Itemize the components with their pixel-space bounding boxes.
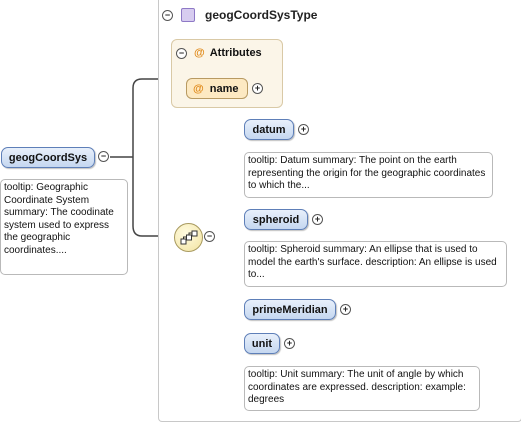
collapse-icon[interactable]: − — [162, 9, 173, 21]
complex-type-title: geogCoordSysType — [205, 8, 318, 22]
tooltip-geogCoordSys: tooltip: Geographic Coordinate System su… — [0, 179, 128, 275]
expand-icon[interactable]: + — [340, 304, 351, 315]
attribute-icon: @ — [194, 47, 205, 59]
expand-icon[interactable]: + — [252, 83, 263, 94]
attribute-label: name — [209, 82, 239, 95]
sequence-compositor[interactable] — [174, 223, 203, 252]
element-datum[interactable]: datum — [244, 119, 294, 140]
tooltip-datum: tooltip: Datum summary: The point on the… — [244, 152, 493, 198]
element-label: datum — [252, 123, 286, 136]
sequence-compositor-icon — [180, 230, 197, 244]
element-unit[interactable]: unit — [244, 333, 280, 354]
collapse-icon[interactable]: − — [98, 151, 109, 162]
expand-icon[interactable]: + — [298, 124, 309, 135]
element-label: unit — [251, 337, 273, 350]
complex-type-header: − geogCoordSysType — [162, 6, 317, 24]
tooltip-unit: tooltip: Unit summary: The unit of angle… — [244, 366, 480, 411]
root-element-geogCoordSys[interactable]: geogCoordSys — [1, 147, 95, 168]
collapse-icon[interactable]: − — [204, 231, 215, 242]
attribute-icon: @ — [193, 82, 204, 95]
tooltip-spheroid: tooltip: Spheroid summary: An ellipse th… — [244, 241, 507, 287]
element-label: primeMeridian — [252, 303, 328, 316]
attributes-header: − @ Attributes — [176, 45, 262, 61]
element-label: spheroid — [252, 213, 300, 226]
element-spheroid[interactable]: spheroid — [244, 209, 308, 230]
element-primeMeridian[interactable]: primeMeridian — [244, 299, 336, 320]
expand-icon[interactable]: + — [284, 338, 295, 349]
element-label: geogCoordSys — [8, 151, 88, 164]
attributes-title: Attributes — [209, 47, 262, 59]
expand-icon[interactable]: + — [312, 214, 323, 225]
attribute-name[interactable]: @ name — [186, 78, 248, 99]
collapse-icon[interactable]: − — [176, 47, 187, 59]
complex-type-icon — [181, 8, 195, 22]
